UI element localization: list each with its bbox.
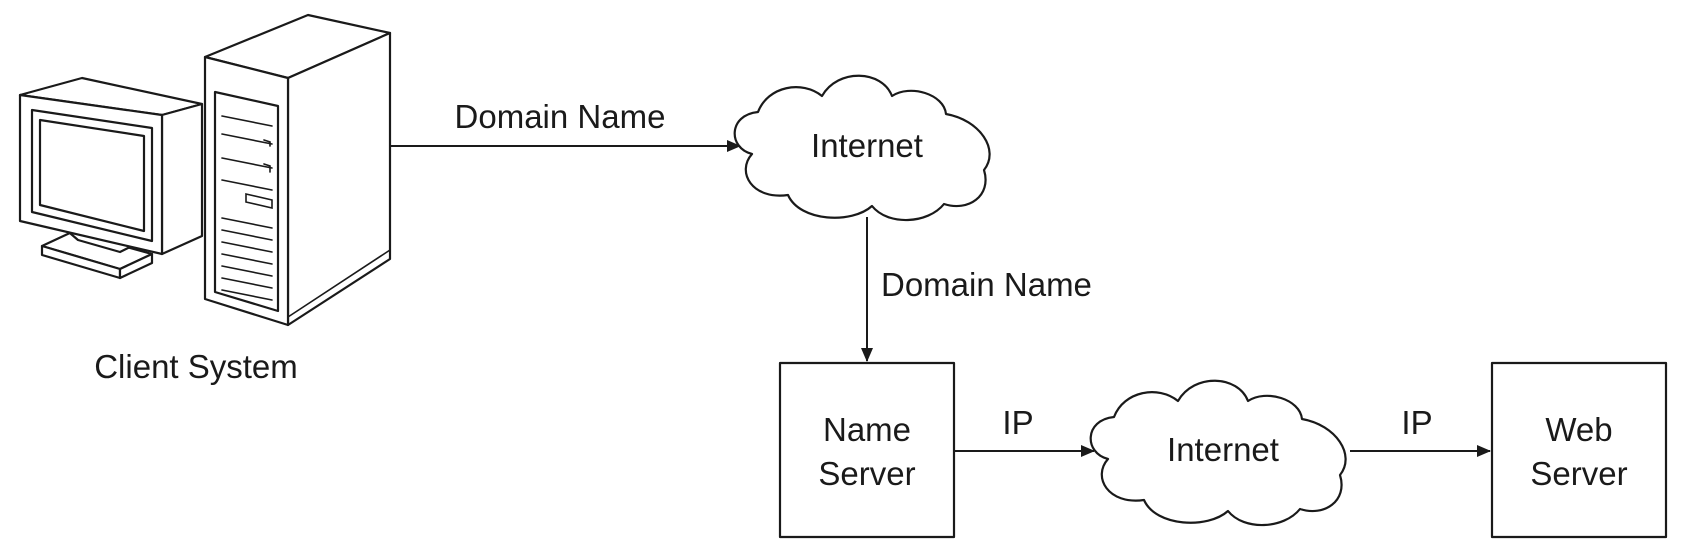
client-system-label: Client System (94, 348, 298, 385)
nameserver-to-internet-label: IP (1002, 404, 1033, 441)
web-server-label-line1: Web (1545, 411, 1612, 448)
cloud-icon (1089, 379, 1347, 527)
internet-bottom-label: Internet (1167, 431, 1279, 468)
tower-case (203, 13, 392, 327)
internet-top-label: Internet (811, 127, 923, 164)
name-server-label-line2: Server (818, 455, 915, 492)
internet-to-nameserver-label: Domain Name (881, 266, 1092, 303)
web-server-node: Web Server (1490, 361, 1668, 539)
client-to-internet-label: Domain Name (455, 98, 666, 135)
name-server-node: Name Server (778, 361, 956, 539)
cloud-icon (733, 74, 991, 222)
internet-to-webserver-label: IP (1401, 404, 1432, 441)
web-server-label-line2: Server (1530, 455, 1627, 492)
internet-cloud-top: Internet (733, 74, 991, 222)
desktop-computer-icon (18, 13, 392, 327)
monitor (18, 76, 204, 256)
web-server-box (1490, 361, 1668, 539)
name-server-label-line1: Name (823, 411, 911, 448)
name-server-box (778, 361, 956, 539)
internet-cloud-bottom: Internet (1089, 379, 1347, 527)
